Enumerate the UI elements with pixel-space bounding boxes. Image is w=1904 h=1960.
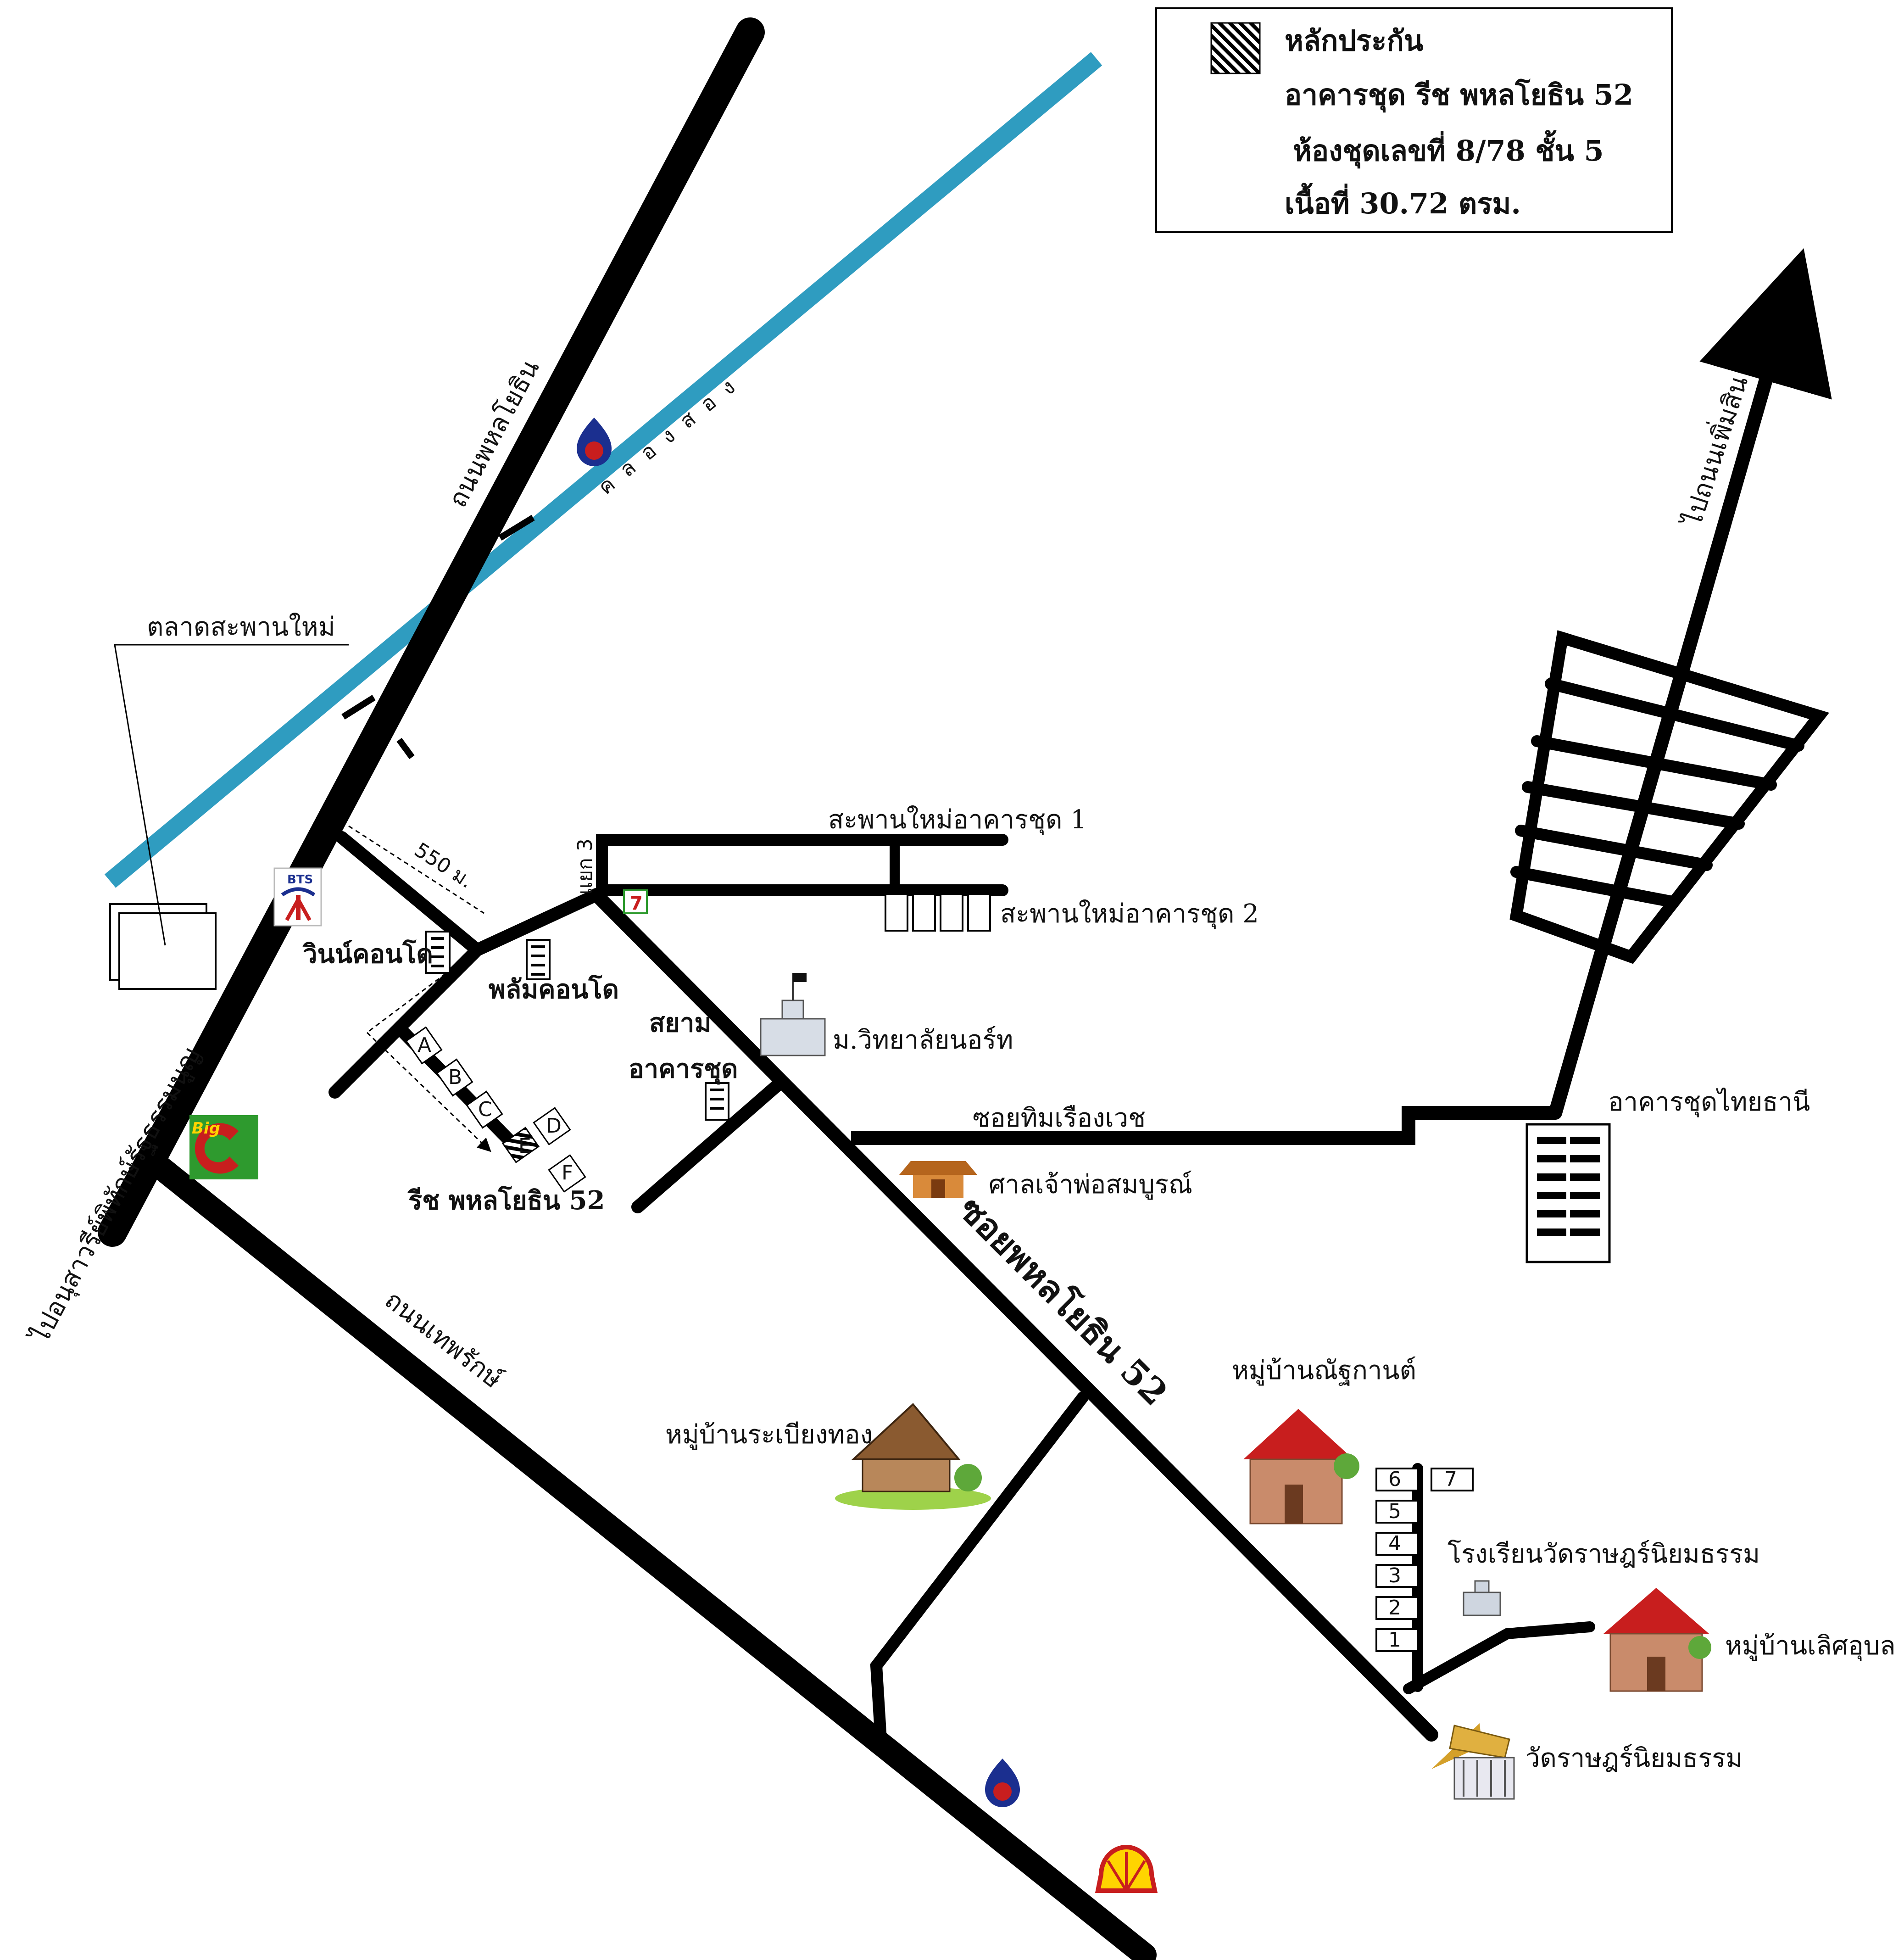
shrine-icon (899, 1161, 977, 1198)
housing-grid (1509, 630, 1829, 964)
soi-number-1: 1 (1388, 1628, 1401, 1652)
plum-side-road (328, 944, 484, 1099)
phahonyothin-road (98, 17, 765, 1247)
market-label: ตลาดสะพานใหม่ (147, 612, 335, 642)
win-condo-label: วินน์คอนโด (302, 939, 433, 969)
siam-label-line2: อาคารชุด (629, 1054, 738, 1085)
soi-number-7: 7 (1444, 1468, 1457, 1491)
plum-condo-label: พลัมคอนโด (489, 974, 619, 1005)
bts-logo-text: BTS (287, 873, 313, 887)
bridge-mark-upper (498, 515, 535, 541)
building-icon-siam (705, 1082, 729, 1121)
reach-blocks (405, 1026, 586, 1193)
thai-thani-label: อาคารชุดไทยธานี (1608, 1087, 1810, 1117)
plum-road (471, 888, 603, 956)
distance-label: 550 ม. (410, 838, 477, 893)
siam-label-line1: สยาม (649, 1008, 711, 1038)
soi-number-4: 4 (1388, 1532, 1401, 1555)
legend: หลักประกัน อาคารชุด รีช พหลโยธิน 52 ห้อง… (1155, 7, 1673, 233)
junction-3-label: แยก 3 (573, 838, 597, 895)
canal-label: คลองสอง (593, 366, 751, 500)
seven-logo-text: 7 (630, 893, 643, 914)
win-condo-spur (335, 831, 484, 956)
rabiang-thong-label: หมู่บ้านระเบียงทอง (665, 1420, 873, 1450)
block-e: E (518, 1134, 531, 1158)
bigc-store-icon: Big (189, 1115, 258, 1179)
building-icon-saphan-mai-2 (885, 893, 991, 932)
wat-soi-road (1403, 1621, 1595, 1694)
shrine-label: ศาลเจ้าพ่อสมบูรณ์ (989, 1170, 1192, 1200)
saphan-mai-2-label: สะพานใหม่อาคารชุด 2 (1000, 899, 1259, 929)
block-a: A (418, 1033, 431, 1057)
legend-area: เนื้อที่ 30.72 ตรม. (1285, 183, 1521, 220)
distance-marker (348, 825, 491, 1152)
ptt-station-icon (577, 418, 612, 466)
building-icon-thai-thani (1525, 1123, 1611, 1263)
block-c: C (478, 1098, 492, 1121)
legend-title: หลักประกัน (1285, 24, 1423, 57)
house-icon-loet-ubon (1603, 1588, 1711, 1692)
siam-side-road (631, 1077, 786, 1213)
soi-phahon-52-road (590, 888, 1438, 1742)
temple-icon (1431, 1723, 1515, 1800)
soi-number-3: 3 (1388, 1564, 1401, 1587)
junction-3-road (596, 834, 1008, 896)
collateral-block-e (501, 1127, 540, 1163)
bigc-logo-text: Big (192, 1119, 220, 1138)
7-eleven-icon: 7 (623, 889, 648, 914)
wat-label: วัดราษฎร์นิยมธรรม (1525, 1743, 1743, 1773)
ptt-station-icon-lower (985, 1759, 1020, 1807)
market-leader (114, 644, 166, 946)
building-icon-plum (526, 939, 551, 980)
canal-line (104, 52, 1102, 888)
soi-number-2: 2 (1388, 1596, 1401, 1619)
soi-phahon-52-label: ซอยพหลโยธิน 52 (951, 1189, 1175, 1413)
collateral-hatch-icon (1210, 22, 1261, 74)
block-d: D (546, 1114, 562, 1138)
shell-station-icon (1095, 1845, 1158, 1893)
house-icon-rabiang-thong (835, 1403, 991, 1510)
soi-number-5: 5 (1388, 1500, 1401, 1523)
bridge-mark-lower (341, 695, 376, 720)
saphan-mai-1-label: สะพานใหม่อาคารชุด 1 (828, 805, 1087, 835)
block-b: B (448, 1066, 462, 1089)
house-icon-nattakan (1243, 1409, 1359, 1524)
school-icon (1463, 1580, 1501, 1616)
nattakan-label: หมู่บ้านณัฐกานต์ (1232, 1356, 1416, 1386)
thepharak-road-inner (155, 1162, 1148, 1958)
bridge-mark-lower-2 (396, 737, 415, 759)
soi-thim-road (851, 1106, 1555, 1145)
legend-building: อาคารชุด รีช พหลโยธิน 52 (1285, 78, 1633, 112)
bts-station-icon: BTS (273, 867, 322, 927)
rabiang-thong-road (870, 1391, 1089, 1745)
school-label: โรงเรียนวัดราษฎร์นิยมธรรม (1447, 1539, 1760, 1569)
north-univ-label: ม.วิทยาลัยนอร์ท (833, 1025, 1013, 1055)
block-f: F (562, 1161, 573, 1184)
soi-number-6: 6 (1388, 1468, 1401, 1491)
university-icon (760, 973, 826, 1056)
market-icon (109, 903, 217, 990)
thepharak-label: ถนนเทพรักษ์ (379, 1285, 507, 1395)
legend-unit: ห้องชุดเลขที่ 8/78 ชั้น 5 (1293, 130, 1604, 168)
soi-number-boxes (1375, 1468, 1474, 1652)
loet-ubon-label: หมู่บ้านเลิศอุบล (1725, 1631, 1896, 1661)
building-icon-win (425, 931, 451, 974)
soi-thim-label: ซอยทิมเรืองเวช (973, 1103, 1146, 1133)
reach-label: รีช พหลโยธิน 52 (407, 1185, 605, 1216)
